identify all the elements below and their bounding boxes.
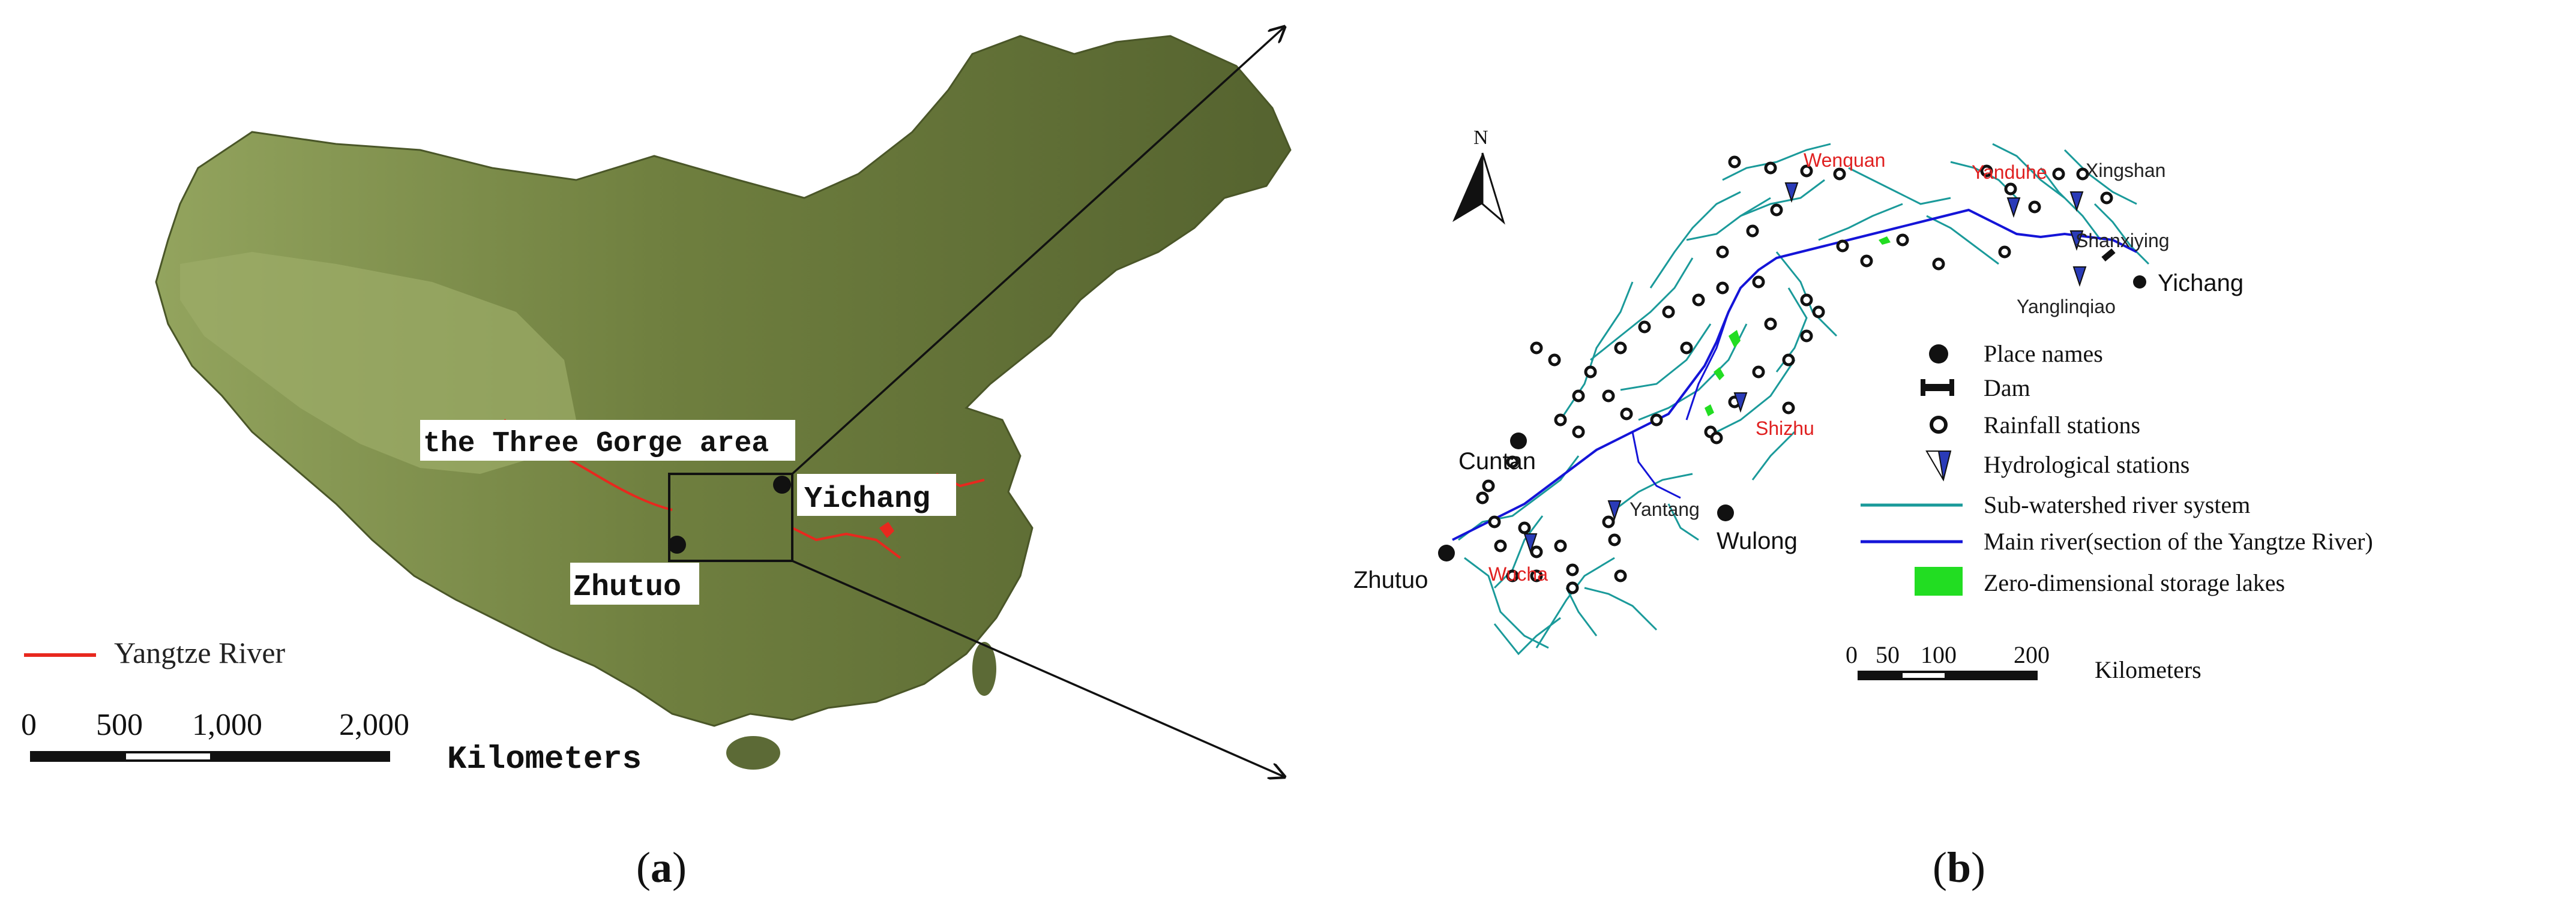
place-label-zhutuo: Zhutuo xyxy=(1353,567,1428,593)
place-point-wulong xyxy=(1717,504,1734,521)
station-label-yantang: Yantang xyxy=(1630,498,1700,520)
scale-tick: 0 xyxy=(21,708,37,742)
place-label-cuntan: Cuntan xyxy=(1458,448,1536,474)
scale-tick: 1,000 xyxy=(192,708,262,742)
place-point-cuntan xyxy=(1510,433,1527,449)
legend-rainfall-label: Rainfall stations xyxy=(1984,412,2140,439)
zhutuo-point xyxy=(668,536,686,554)
legend-lake-label: Zero-dimensional storage lakes xyxy=(1984,569,2285,596)
panel-b: N xyxy=(1353,127,2373,891)
legend-place-label: Place names xyxy=(1984,340,2103,367)
yichang-label-bg xyxy=(797,474,956,516)
yichang-point xyxy=(773,476,791,494)
legend-hydro-icon-light xyxy=(1925,451,1944,480)
dam-marker xyxy=(2101,248,2116,262)
north-label: N xyxy=(1473,127,1488,149)
legend-lake-swatch xyxy=(1915,567,1963,596)
hydrological-stations xyxy=(1523,182,2087,554)
scale-b-tick: 100 xyxy=(1921,641,1957,668)
scale-tick: 2,000 xyxy=(339,708,409,742)
place-label-yichang: Yichang xyxy=(2158,270,2243,296)
place-point-zhutuo xyxy=(1438,545,1455,561)
panel-a-label: (a) xyxy=(636,843,687,891)
station-label-yanduhe: Yanduhe xyxy=(1972,161,2047,183)
legend-subwatershed-label: Sub-watershed river system xyxy=(1984,491,2250,518)
zoom-arrow-bottom xyxy=(792,560,1284,777)
legend-b: Place names Dam Rainfall stations Hydrol… xyxy=(1861,340,2373,596)
scale-b-tick: 200 xyxy=(2014,641,2050,668)
north-arrow-icon-light xyxy=(1481,152,1505,225)
lake-marker xyxy=(879,522,894,538)
legend-main-river-label: Main river(section of the Yangtze River) xyxy=(1984,528,2373,555)
three-gorge-area-box xyxy=(668,473,793,562)
legend-river-label: Yangtze River xyxy=(114,636,286,669)
legend-hydro-label: Hydrological stations xyxy=(1984,451,2189,478)
taiwan-island xyxy=(972,642,996,696)
yangtze-river-segment xyxy=(792,527,901,559)
plateau-region xyxy=(180,252,576,474)
station-label-shizhu: Shizhu xyxy=(1756,418,1814,439)
north-arrow-icon-shade xyxy=(1452,153,1482,222)
panel-a: the Three Gorge area Yichang Zhutuo Yang… xyxy=(21,27,1292,891)
scale-b-unit: Kilometers xyxy=(2095,656,2201,683)
station-label-wucha: Wucha xyxy=(1488,563,1548,585)
scale-b-bar-white xyxy=(1903,673,1945,678)
legend-dam-icon xyxy=(1921,379,1954,396)
storage-lakes xyxy=(1705,236,1891,416)
panel-b-label: (b) xyxy=(1933,843,1985,891)
yichang-label: Yichang xyxy=(804,482,930,516)
main-river-branch xyxy=(1685,311,1730,421)
china-landmass xyxy=(155,35,1292,727)
place-point-yichang xyxy=(2133,275,2146,289)
main-river xyxy=(1452,208,2137,541)
zhutuo-label-bg xyxy=(570,563,699,605)
station-label-shanxiying: Shanxiying xyxy=(2075,230,2170,251)
scale-b-bar xyxy=(1858,671,2038,680)
place-label-wulong: Wulong xyxy=(1717,528,1798,554)
area-label-bg xyxy=(420,420,795,461)
legend-dam-label: Dam xyxy=(1984,374,2030,401)
rainfall-stations xyxy=(1476,155,2113,594)
zoom-arrow-top xyxy=(791,27,1284,475)
scale-unit: Kilometers xyxy=(447,741,642,778)
main-river-branch xyxy=(1631,431,1681,499)
hainan-island xyxy=(726,736,780,770)
scale-tick: 500 xyxy=(96,708,143,742)
area-label: the Three Gorge area xyxy=(423,428,769,460)
legend-rainfall-icon xyxy=(1930,416,1948,434)
station-label-xingshan: Xingshan xyxy=(2086,160,2165,181)
scale-b-tick: 0 xyxy=(1846,641,1858,668)
legend-place-icon xyxy=(1929,344,1948,364)
scale-b-tick: 50 xyxy=(1876,641,1900,668)
station-label-wenquan: Wenquan xyxy=(1804,149,1885,171)
station-label-yanglinqiao: Yanglinqiao xyxy=(2017,296,2116,317)
scale-bar-white xyxy=(126,753,210,759)
zhutuo-label: Zhutuo xyxy=(573,570,681,605)
